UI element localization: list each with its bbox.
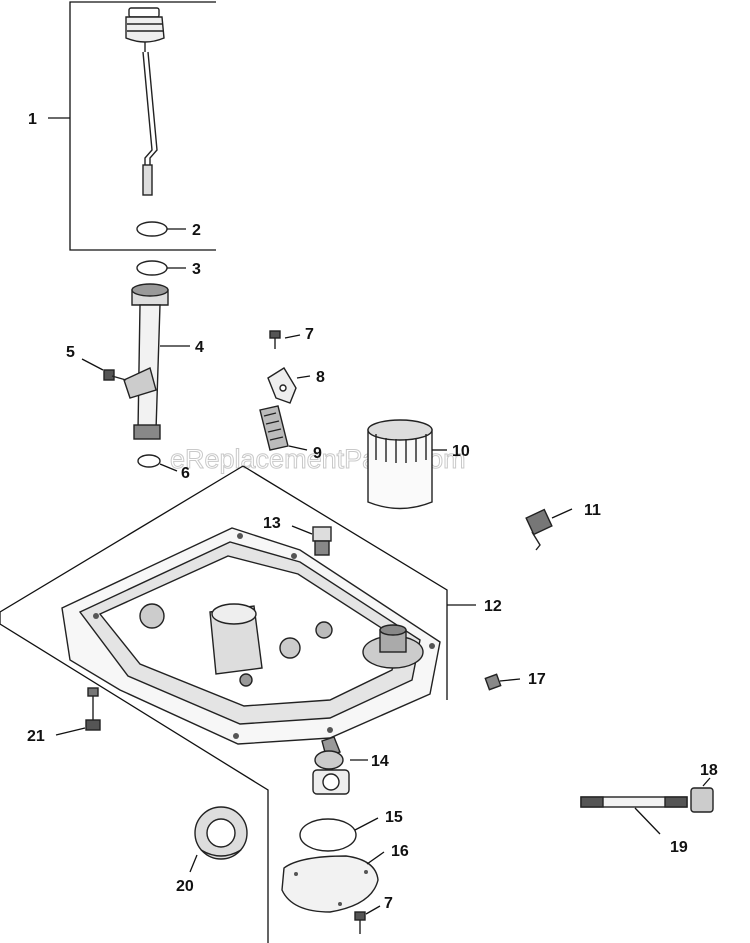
callout-2: 2 <box>192 222 201 239</box>
drain-hose-19 <box>580 796 688 808</box>
group-outline-12 <box>242 465 448 700</box>
pad-9 <box>259 405 289 451</box>
callout-6: 6 <box>181 465 190 482</box>
callout-11: 11 <box>584 502 601 519</box>
callout-19: 19 <box>670 839 688 856</box>
callout-21: 21 <box>27 728 45 745</box>
pump-gears <box>312 736 350 795</box>
oil-filter <box>367 419 433 510</box>
o-ring-2 <box>136 221 168 237</box>
callout-4: 4 <box>195 339 204 356</box>
callout-15: 15 <box>385 809 403 826</box>
pressure-switch <box>525 508 553 551</box>
plug-17 <box>484 673 502 691</box>
callout-1: 1 <box>28 111 37 128</box>
dipstick-tube <box>123 283 169 440</box>
dipstick <box>125 7 165 196</box>
pump-cover <box>281 855 379 913</box>
o-ring-6 <box>137 454 161 468</box>
bolt-21 <box>85 687 101 731</box>
callout-13: 13 <box>263 515 281 532</box>
group-outline-12-left <box>0 465 269 943</box>
oil-seal-20 <box>194 806 248 860</box>
callout-16: 16 <box>391 843 409 860</box>
callout-20: 20 <box>176 878 194 895</box>
callout-7-bottom: 7 <box>384 895 393 912</box>
o-ring-15 <box>299 818 357 852</box>
fitting-13 <box>312 526 332 556</box>
oil-pan <box>61 527 441 745</box>
callout-10: 10 <box>452 443 470 460</box>
callout-5: 5 <box>66 344 75 361</box>
nut-18 <box>690 787 714 813</box>
screw-5 <box>103 369 127 381</box>
group-bracket-1 <box>69 1 216 251</box>
callout-9: 9 <box>313 445 322 462</box>
callout-12: 12 <box>484 598 502 615</box>
callout-18: 18 <box>700 762 718 779</box>
callout-17: 17 <box>528 671 546 688</box>
screw-7-top <box>269 330 281 349</box>
o-ring-3 <box>136 260 168 276</box>
screw-7-bottom <box>354 911 366 934</box>
callout-7-top: 7 <box>305 326 314 343</box>
callout-8: 8 <box>316 369 325 386</box>
callout-14: 14 <box>371 753 389 770</box>
callout-3: 3 <box>192 261 201 278</box>
